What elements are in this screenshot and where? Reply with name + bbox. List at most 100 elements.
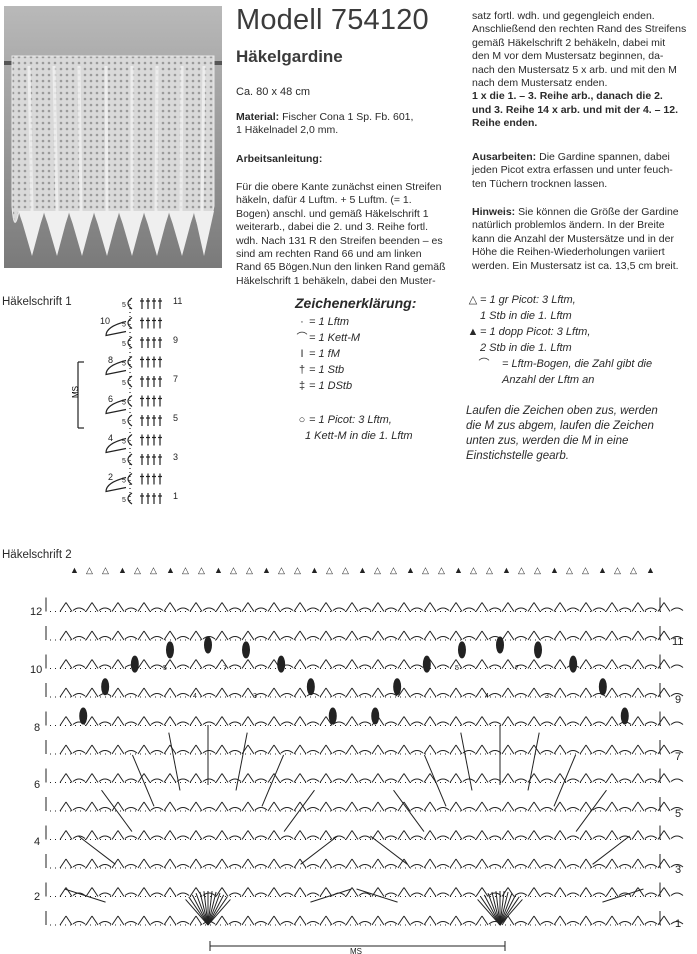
chart2-row-number: 2 [34,891,40,903]
chain-arc [307,865,319,868]
cluster-stitch [243,642,250,658]
v-stitch [216,802,228,811]
chain-arc [541,608,553,611]
v-stitch [320,603,332,612]
picot-mark: △ [150,565,157,575]
cluster-stitch [570,656,577,672]
v-stitch [632,774,644,783]
chain-arc [203,808,215,811]
v-stitch [294,688,306,697]
v-stitch [528,888,540,897]
picot-mark: ▲ [598,565,607,575]
v-stitch [216,717,228,726]
chain-arc [489,665,501,668]
chain-arc [645,751,657,754]
picot-icon: ○ [295,412,309,428]
chain-arc [463,608,475,611]
chart1-label: Häkelschrift 1 [2,296,72,308]
cluster-stitch [458,642,465,658]
chain-arc [229,608,241,611]
chart2-row-number: 10 [30,664,42,676]
chain-arc [385,779,397,782]
v-stitch [216,603,228,612]
v-stitch [294,603,306,612]
v-stitch [372,888,384,897]
cluster-stitch [307,679,314,695]
legend-list: ·= 1 Lftm ⌒= 1 Kett-M I= 1 fM †= 1 Stb ‡… [295,314,413,444]
finishing-line: ten Tüchern trocknen lassen. [472,178,694,191]
v-stitch [216,774,228,783]
picot-mark: ▲ [262,565,271,575]
v-stitch [450,745,462,754]
chain-arc [463,865,475,868]
chain-arc [411,637,423,640]
v-stitch [294,717,306,726]
chain-arc [645,836,657,839]
v-stitch [138,831,150,840]
chain-loop [128,318,132,329]
shell-stitch [370,836,407,864]
v-stitch [528,717,540,726]
v-stitch [554,859,566,868]
chain-arc [255,922,267,925]
cluster-stitch [278,656,285,672]
picot-mark: △ [582,565,589,575]
chain-arc [463,922,475,925]
picot-mark: △ [342,565,349,575]
v-stitch [294,859,306,868]
chain-arc [281,779,293,782]
v-stitch [138,774,150,783]
chain-arc [281,608,293,611]
v-stitch [554,831,566,840]
chain-arc [125,751,137,754]
v-stitch [398,631,410,640]
chain-arc [463,722,475,725]
v-stitch [268,745,280,754]
material-line-1: Fischer Cona 1 Sp. Fb. 601, [282,111,413,123]
chain-arc [645,865,657,868]
chain-arc [177,694,189,697]
chain-arc [411,865,423,868]
v-stitch [112,774,124,783]
picot-mark: ▲ [166,565,175,575]
v-stitch [138,802,150,811]
v-stitch [346,745,358,754]
chain-arc [333,751,345,754]
chain-arc [229,665,241,668]
chain-arc [515,694,527,697]
chart1-row-number: 11 [173,296,182,306]
chain-arc [541,893,553,896]
chart1-row-number: 3 [173,452,178,462]
v-stitch [398,745,410,754]
v-stitch [398,888,410,897]
chart2-row-number: 3 [675,864,681,876]
chain-arc [463,808,475,811]
v-stitch [294,888,306,897]
picot-mark: △ [102,565,109,575]
hint-line: natürlich problemlos ändern. In der Brei… [472,219,694,232]
v-stitch [86,688,98,697]
chain-arc [99,893,111,896]
chain-arc [385,865,397,868]
picot-mark: △ [294,565,301,575]
instructions-text: Für die obere Kante zunächst einen Strei… [236,181,458,288]
cluster-stitch [423,656,430,672]
continuation-line: Anschließend den rechten Rand des Streif… [472,23,694,36]
v-stitch [60,859,72,868]
v-stitch [476,916,488,925]
chain-arc [541,779,553,782]
v-stitch [372,660,384,669]
v-stitch [112,916,124,925]
chain-arc [541,836,553,839]
chain-arc [281,893,293,896]
chain-arc [99,637,111,640]
chain-arc [463,637,475,640]
chain-arc [255,665,267,668]
chain-arc [671,893,683,896]
v-stitch [346,603,358,612]
v-stitch [632,802,644,811]
v-stitch [242,717,254,726]
v-stitch [528,631,540,640]
chart2-row-number: 6 [34,779,40,791]
chain-arc [333,865,345,868]
